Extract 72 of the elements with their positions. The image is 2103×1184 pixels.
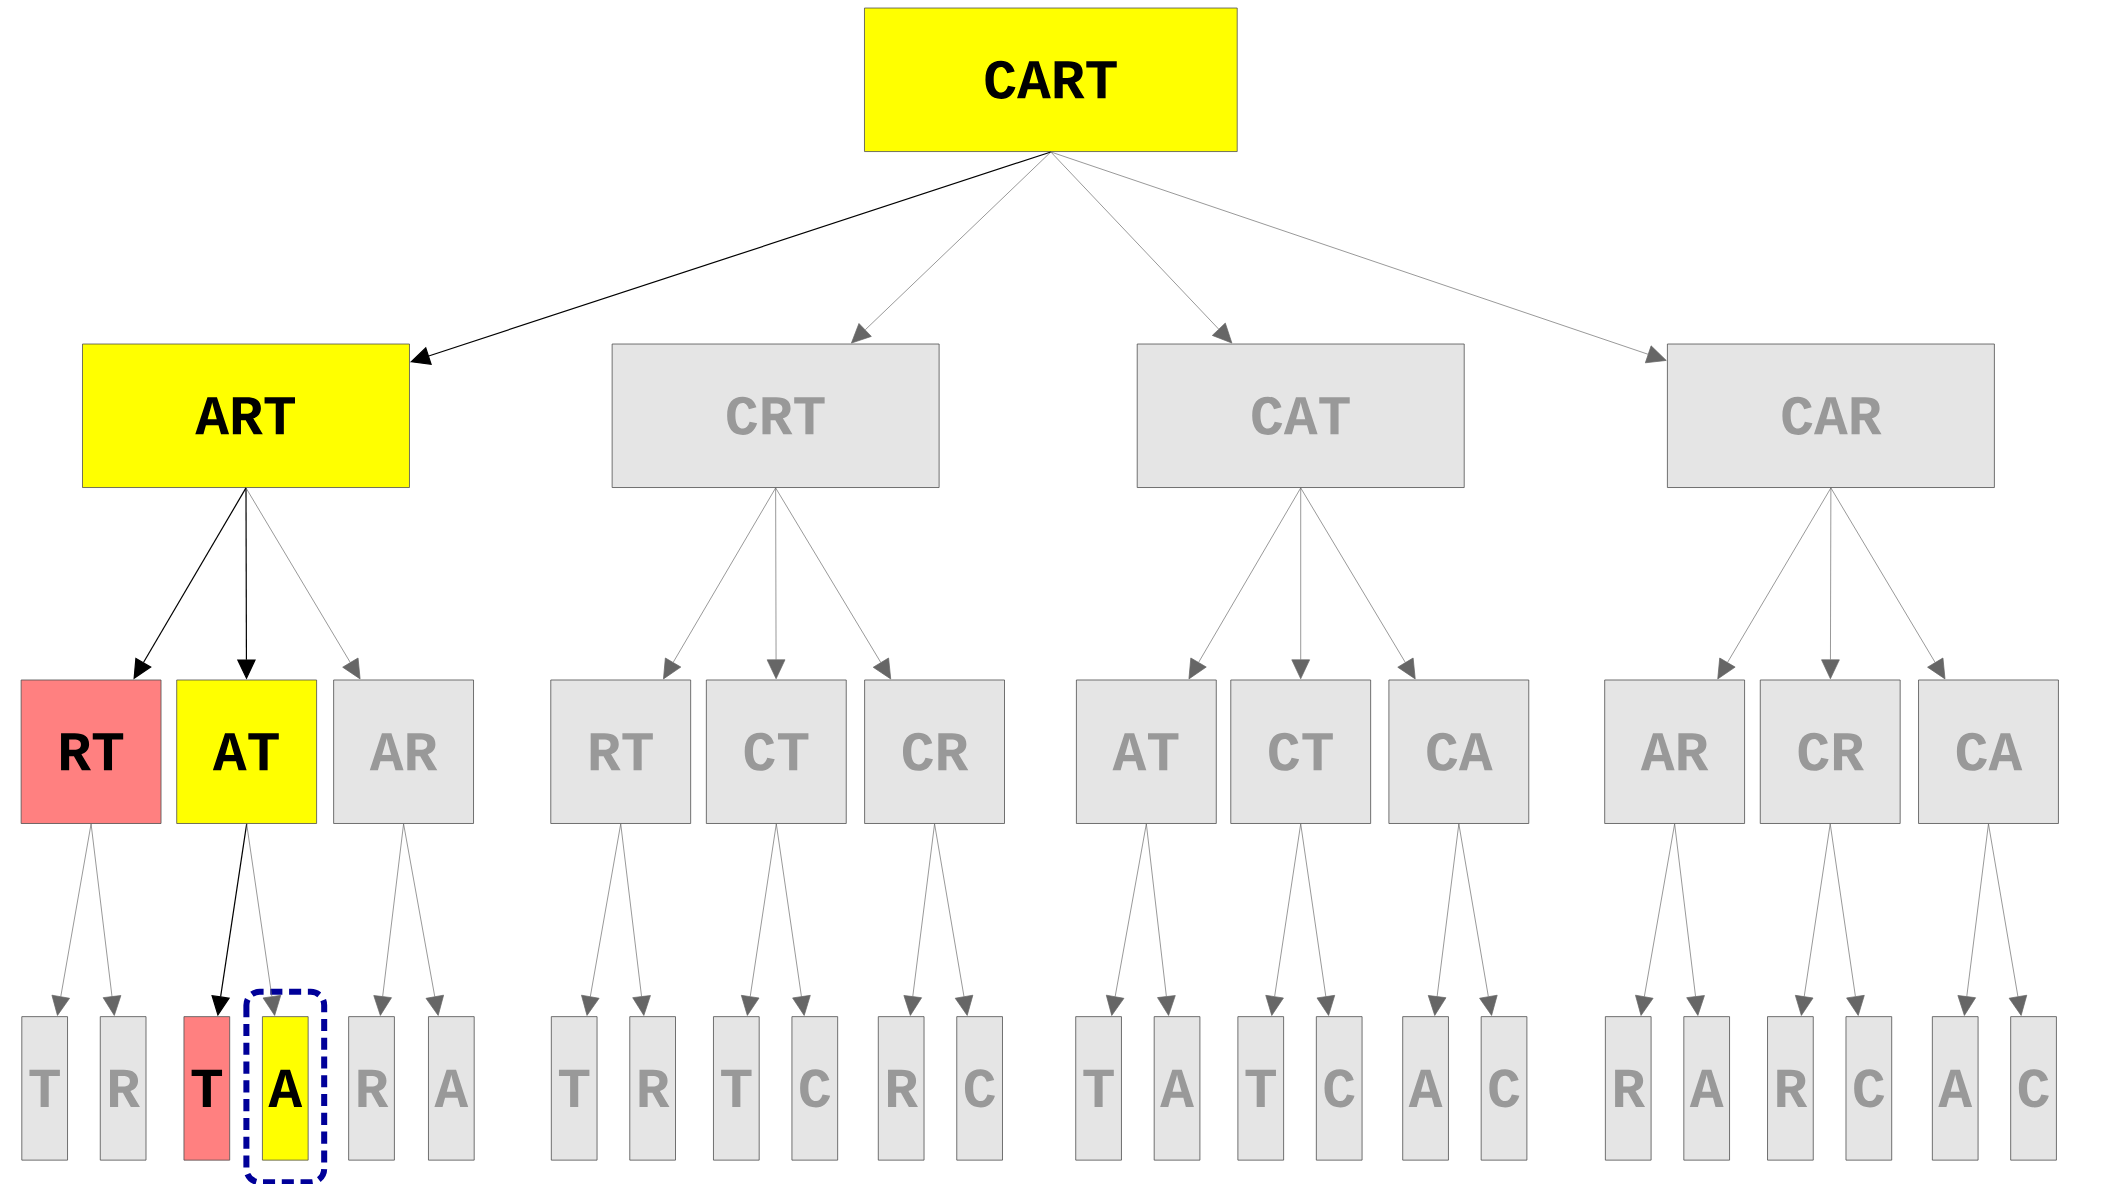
word-box: AR (333, 679, 474, 824)
letter-box: A (1683, 1016, 1730, 1161)
letter-box: A (1153, 1016, 1201, 1161)
arrow (775, 487, 892, 680)
arrow (90, 823, 122, 1016)
arrow (1427, 823, 1460, 1016)
arrow (663, 487, 776, 680)
word-box: CT (1230, 679, 1372, 824)
letter-box: R (1767, 1016, 1814, 1161)
arrow (1829, 823, 1865, 1016)
arrow (1106, 823, 1147, 1016)
letter-box: T (183, 1016, 231, 1161)
arrow (934, 823, 974, 1016)
word-box: CR (864, 679, 1005, 824)
letter-box: A (1402, 1016, 1449, 1161)
letter-box: C (1845, 1016, 1893, 1161)
arrow (851, 151, 1052, 344)
letter-box: C (2010, 1016, 2057, 1161)
word-box: AT (176, 679, 317, 824)
letter-box: T (550, 1016, 598, 1161)
arrow (1188, 487, 1302, 680)
arrow (1050, 151, 1233, 344)
word-box: ART (82, 343, 410, 488)
letter-box: T (713, 1016, 760, 1161)
arrow (1050, 151, 1667, 363)
letter-box: C (1480, 1016, 1528, 1161)
letter-box: R (1604, 1016, 1652, 1161)
word-box: AR (1604, 679, 1745, 824)
arrow (246, 823, 282, 1016)
arrow (741, 823, 777, 1016)
letter-box: A (428, 1016, 475, 1161)
arrow (245, 487, 361, 680)
letter-box: C (1315, 1016, 1363, 1161)
arrow (766, 487, 786, 679)
arrow (1458, 823, 1498, 1016)
letter-box: R (99, 1016, 147, 1161)
letter-box: T (21, 1016, 68, 1161)
word-box: CAT (1136, 343, 1465, 488)
letter-box: A (1931, 1016, 1979, 1161)
letter-box: A (262, 1016, 309, 1161)
word-box: CT (705, 679, 847, 824)
word-box: RT (20, 679, 162, 824)
word-box: CRT (611, 343, 940, 488)
letter-box: T (1237, 1016, 1284, 1161)
word-box: CART (864, 7, 1238, 152)
letter-box: T (1075, 1016, 1122, 1161)
word-box: AT (1076, 679, 1217, 824)
arrow (1717, 487, 1832, 680)
arrow (1291, 487, 1310, 679)
letter-box: C (956, 1016, 1003, 1161)
arrow (1674, 823, 1705, 1016)
arrow (1988, 823, 2028, 1016)
arrow (1795, 823, 1831, 1016)
arrow (1300, 487, 1416, 680)
arrow (51, 823, 92, 1016)
arrow (775, 823, 811, 1016)
word-box: CAR (1667, 343, 1995, 488)
letter-box: R (348, 1016, 395, 1161)
arrow (1830, 487, 1946, 680)
arrow (1300, 823, 1336, 1016)
letter-box: R (877, 1016, 925, 1161)
arrow (403, 823, 444, 1016)
letter-box: R (629, 1016, 676, 1161)
arrow (1821, 487, 1840, 679)
arrow (620, 823, 651, 1016)
word-box: RT (550, 679, 692, 824)
letter-box: C (791, 1016, 839, 1161)
arrow (1957, 823, 1989, 1016)
arrow (1146, 823, 1176, 1016)
word-box: CA (1388, 679, 1530, 824)
word-box: CA (1918, 679, 2059, 824)
word-box: CR (1759, 679, 1901, 824)
